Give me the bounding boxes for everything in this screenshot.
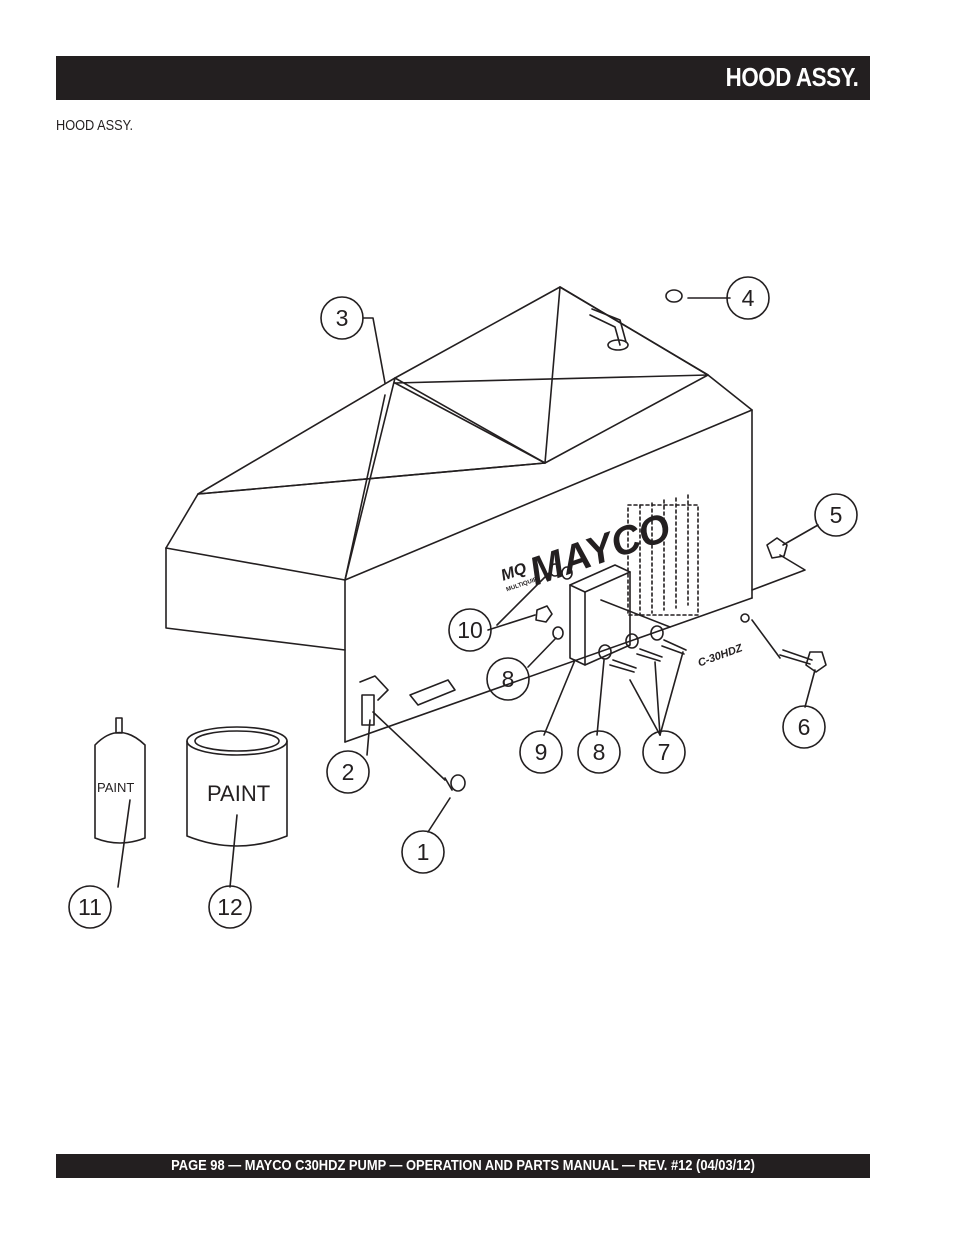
callout-4: 4	[742, 285, 755, 311]
callout-11: 11	[78, 894, 102, 920]
callout-8b: 8	[593, 739, 606, 765]
spray-can-illustration	[94, 717, 146, 844]
section-subtitle: HOOD ASSY.	[56, 117, 134, 134]
hood-body	[68, 276, 858, 929]
brand-logo: MAYCO	[524, 505, 676, 594]
callout-2: 2	[342, 759, 355, 785]
callout-8a: 8	[502, 666, 515, 692]
paint-can-illustration	[186, 726, 288, 847]
callout-7: 7	[658, 739, 671, 765]
callout-6: 6	[798, 714, 811, 740]
callout-1: 1	[417, 839, 430, 865]
spray-can-label: PAINT	[97, 780, 134, 795]
title-bar: HOOD ASSY.	[56, 56, 870, 100]
page-title: HOOD ASSY.	[725, 62, 858, 92]
callout-3: 3	[336, 305, 349, 331]
model-label: C-30HDZ	[696, 642, 745, 670]
callout-5: 5	[830, 502, 843, 528]
mayco-logo: MAYCO MQ MULTIQUIP	[499, 505, 676, 594]
footer-bar: PAGE 98 — MAYCO C30HDZ PUMP — OPERATION …	[56, 1154, 870, 1178]
callout-10: 10	[457, 617, 483, 643]
paint-can-label: PAINT	[207, 781, 270, 806]
footer-text: PAGE 98 — MAYCO C30HDZ PUMP — OPERATION …	[171, 1157, 755, 1174]
callout-12: 12	[217, 894, 243, 920]
callout-circles	[68, 276, 858, 929]
callout-9: 9	[535, 739, 548, 765]
